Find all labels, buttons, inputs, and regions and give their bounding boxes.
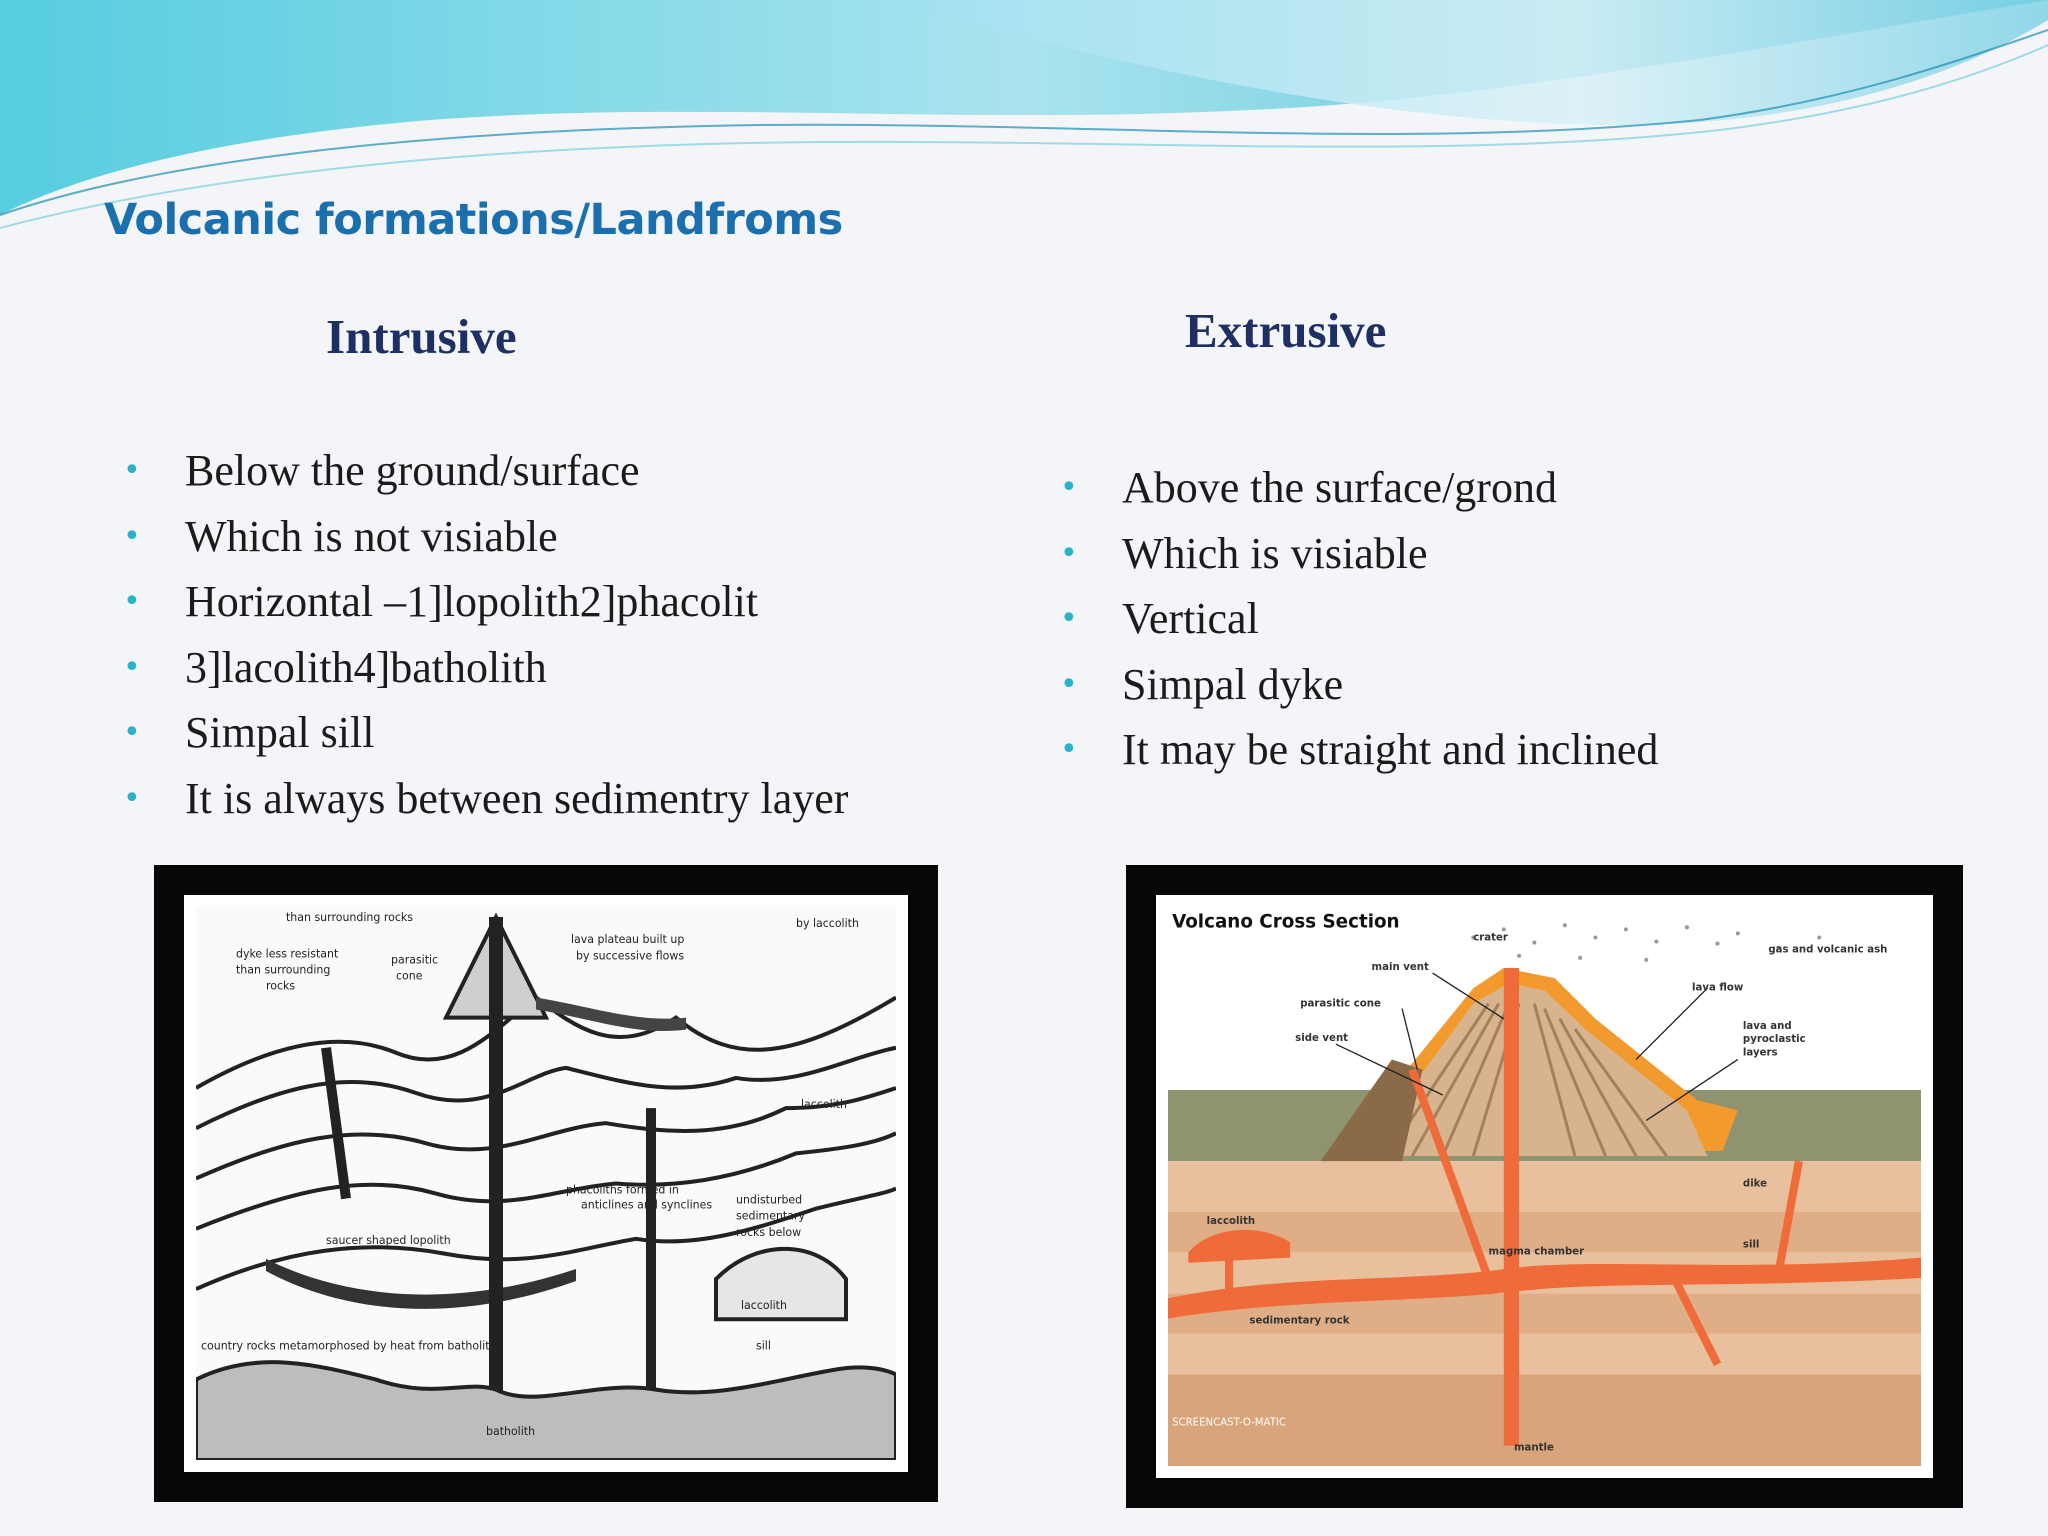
diagram-label: pyroclastic <box>1743 1034 1806 1045</box>
diagram-label: mantle <box>1514 1443 1554 1454</box>
diagram-label: parasitic <box>391 953 438 966</box>
diagram-label: sedimentary rock <box>1249 1316 1349 1327</box>
diagram-label: laccolith <box>1207 1216 1255 1227</box>
diagram-label: undisturbed <box>736 1194 802 1207</box>
diagram-label: dike <box>1743 1179 1767 1190</box>
list-item: • Horizontal –1]lopolith2]phacolit <box>123 569 848 635</box>
bullet-text: Above the surface/grond <box>1122 463 1557 512</box>
bullet-text: Below the ground/surface <box>185 446 640 495</box>
diagram-label: anticlines and synclines <box>581 1199 712 1212</box>
bullet-dot-icon: • <box>123 584 141 619</box>
diagram-label: crater <box>1473 933 1508 944</box>
bullet-text: Vertical <box>1122 594 1259 643</box>
diagram-label: sill <box>756 1339 771 1352</box>
volcano-cross-section-figure: Volcano Cross Section crater gas and vol… <box>1126 865 1963 1508</box>
list-item: • 3]lacolith4]batholith <box>123 635 848 701</box>
intrusive-diagram: than surrounding rocks dyke less resista… <box>196 907 896 1460</box>
diagram-label: laccolith <box>741 1299 787 1312</box>
volcano-diagram-title: Volcano Cross Section <box>1172 911 1400 932</box>
figure-mat: than surrounding rocks dyke less resista… <box>184 895 908 1472</box>
list-item: • Below the ground/surface <box>123 438 848 504</box>
bullet-dot-icon: • <box>123 518 141 554</box>
diagram-label: by successive flows <box>576 949 684 962</box>
diagram-label: side vent <box>1295 1033 1348 1044</box>
diagram-label: lava and <box>1743 1021 1792 1032</box>
diagram-label: rocks <box>266 979 295 992</box>
intrusive-landforms-figure: than surrounding rocks dyke less resista… <box>154 865 938 1502</box>
intrusive-heading: Intrusive <box>326 309 517 364</box>
extrusive-heading: Extrusive <box>1185 303 1387 358</box>
diagram-label: rocks below <box>736 1226 801 1239</box>
figure-mat: Volcano Cross Section crater gas and vol… <box>1156 895 1933 1478</box>
bullet-text: 3]lacolith4]batholith <box>185 642 547 692</box>
diagram-label: magma chamber <box>1489 1247 1585 1258</box>
diagram-label: by laccolith <box>796 917 859 930</box>
extrusive-bullet-list: • Above the surface/grond • Which is visia… <box>1060 455 1659 783</box>
bullet-dot-icon: • <box>1060 470 1078 505</box>
diagram-label: sedimentary <box>736 1210 805 1223</box>
bullet-dot-icon: • <box>1060 666 1078 702</box>
diagram-label: main vent <box>1372 962 1429 973</box>
diagram-label: parasitic cone <box>1300 999 1381 1010</box>
bullet-text: Which is not visiable <box>185 511 558 561</box>
bullet-text: It is always between sedimentry layer <box>185 773 849 823</box>
diagram-label: batholith <box>486 1425 535 1438</box>
diagram-label: saucer shaped lopolith <box>326 1234 451 1247</box>
diagram-label: sill <box>1743 1239 1760 1250</box>
bullet-dot-icon: • <box>123 649 141 685</box>
bullet-text: Simpal sill <box>185 708 375 757</box>
diagram-label: gas and volcanic ash <box>1768 945 1887 956</box>
intrusive-bullet-list: • Below the ground/surface • Which is not … <box>123 438 849 832</box>
diagram-label: dyke less resistant <box>236 947 339 960</box>
watermark-text: SCREENCAST-O-MATIC <box>1172 1417 1286 1428</box>
list-item: • Above the surface/grond <box>1060 455 1658 521</box>
diagram-label: than surrounding <box>236 963 330 976</box>
diagram-label: phacoliths formed in <box>566 1184 679 1197</box>
diagram-label: lava plateau built up <box>571 933 684 946</box>
bullet-dot-icon: • <box>123 715 141 750</box>
slide-title: Volcanic formations/Landfroms <box>104 195 843 245</box>
volcano-diagram: Volcano Cross Section crater gas and vol… <box>1168 907 1921 1466</box>
diagram-label: laccolith <box>801 1098 847 1111</box>
header-wave-decoration <box>0 0 2048 229</box>
list-item: • Simpal sill <box>123 700 848 766</box>
bullet-dot-icon: • <box>123 780 141 816</box>
diagram-label: lava flow <box>1692 982 1744 993</box>
bullet-text: Simpal dyke <box>1122 659 1344 709</box>
bullet-text: Which is visiable <box>1122 528 1428 578</box>
bullet-dot-icon: • <box>123 453 141 488</box>
bullet-text: Horizontal –1]lopolith2]phacolit <box>185 577 759 626</box>
diagram-label: cone <box>396 969 423 982</box>
list-item: • Which is not visiable <box>123 504 848 570</box>
list-item: • Which is visiable <box>1060 521 1658 587</box>
diagram-label: than surrounding rocks <box>286 911 413 924</box>
bullet-text: It may be straight and inclined <box>1122 725 1659 774</box>
diagram-label: layers <box>1743 1047 1778 1058</box>
bullet-dot-icon: • <box>1060 535 1078 571</box>
diagram-label: country rocks metamorphosed by heat from… <box>201 1339 497 1352</box>
bullet-dot-icon: • <box>1060 732 1078 767</box>
list-item: • Simpal dyke <box>1060 652 1658 718</box>
bullet-dot-icon: • <box>1060 601 1078 636</box>
list-item: • It may be straight and inclined <box>1060 717 1659 783</box>
list-item: • Vertical <box>1060 586 1658 652</box>
list-item: • It is always between sedimentry layer <box>123 766 849 832</box>
